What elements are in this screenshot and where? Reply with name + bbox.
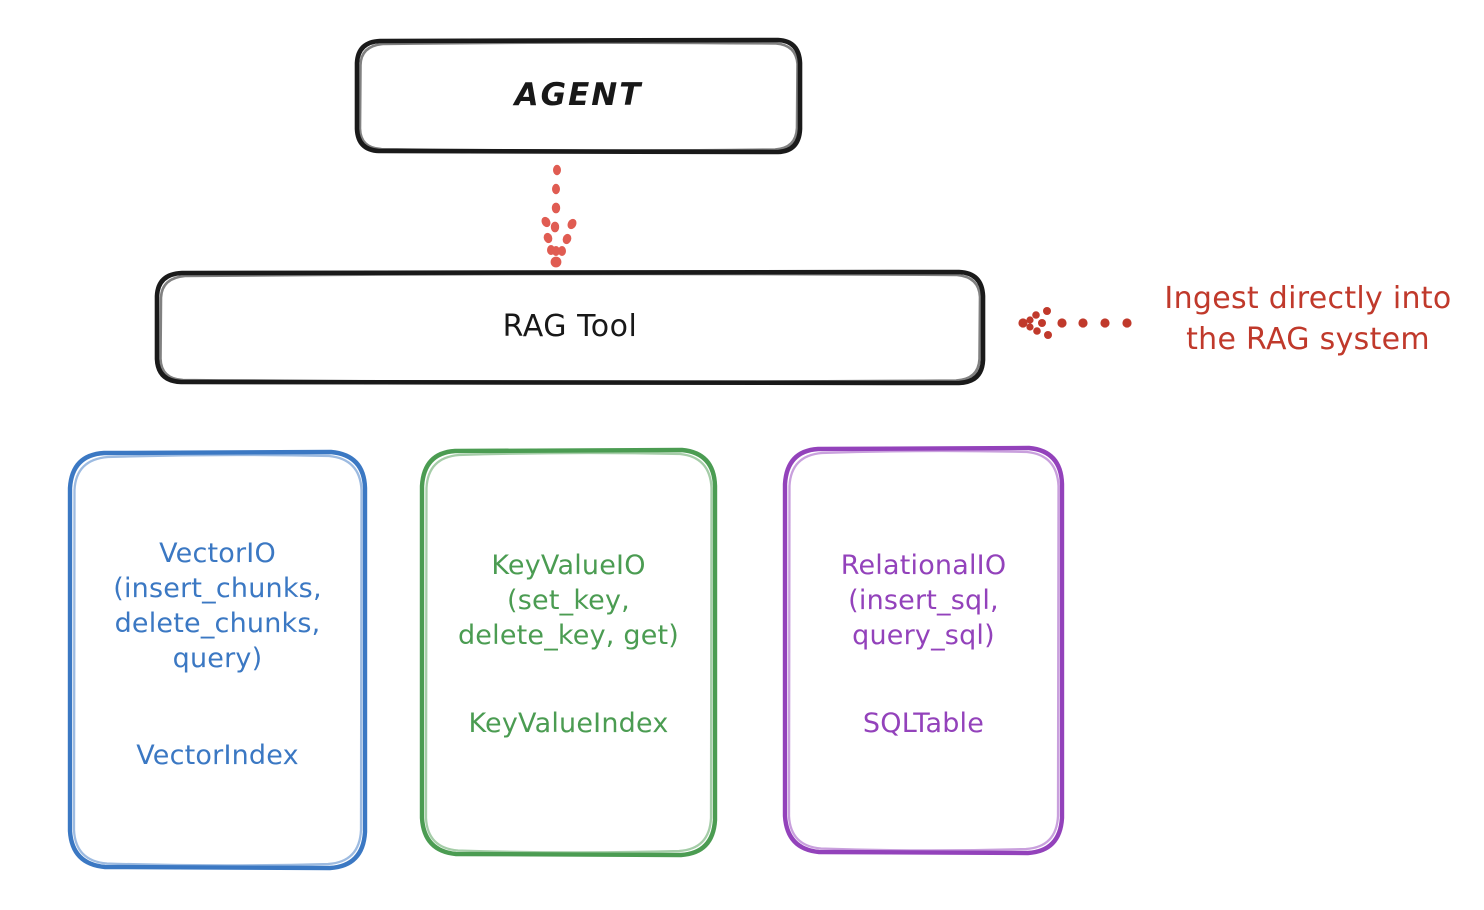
- vector-io-api-label: VectorIO (insert_chunks, delete_chunks, …: [113, 538, 322, 675]
- rag-tool-node-label: RAG Tool: [502, 309, 638, 345]
- agent-node-label: AGENT: [514, 77, 643, 114]
- vector-io-index-label: VectorIndex: [136, 740, 299, 771]
- ingest-annotation-text: Ingest directly into the RAG system: [1164, 281, 1452, 358]
- key-value-io-index-label: KeyValueIndex: [468, 708, 669, 739]
- ingest-note-connector: [1018, 307, 1132, 339]
- key-value-io-api-label: KeyValueIO (set_key, delete_key, get): [457, 550, 680, 652]
- relational-io-table-label: SQLTable: [862, 708, 985, 739]
- relational-io-api-label: RelationalIO (insert_sql, query_sql): [840, 550, 1007, 652]
- agent-to-rag-tool-connector: [541, 164, 577, 268]
